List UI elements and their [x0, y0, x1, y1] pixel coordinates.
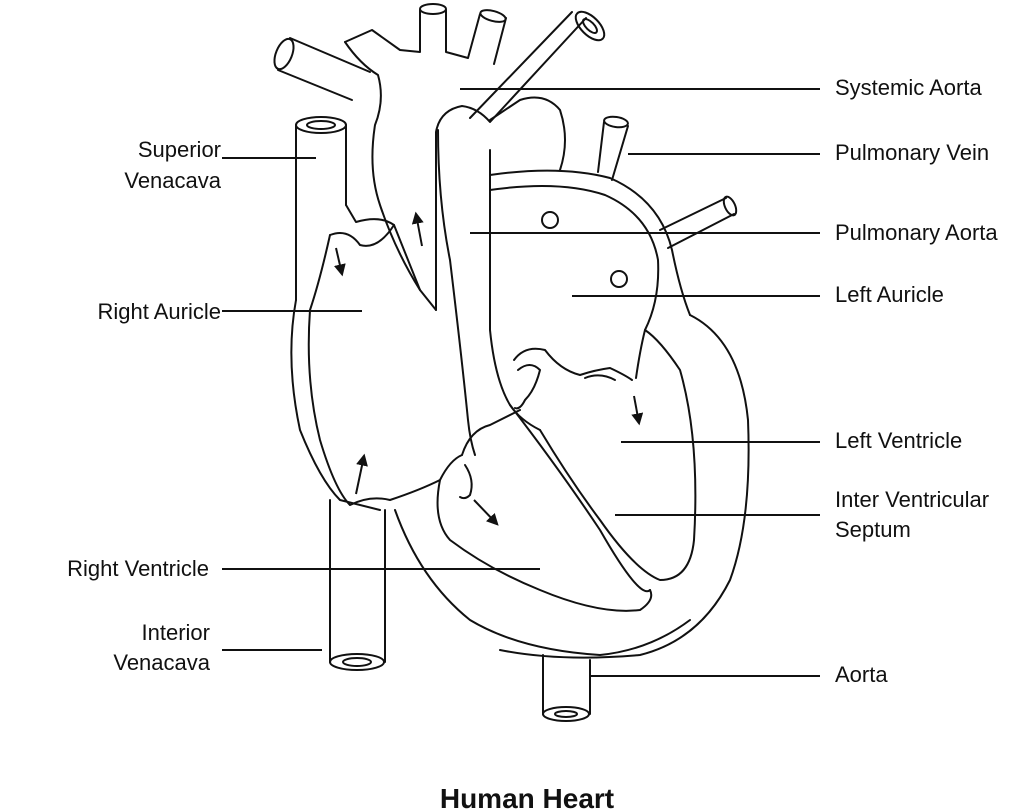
bicuspid-valve [513, 347, 633, 410]
blood-flow-arrows [333, 211, 644, 526]
systemic-aorta-vessel [344, 10, 606, 311]
label-interior-venacava-line2: Venacava [113, 650, 210, 675]
flow-arrow [631, 395, 644, 426]
aortic-arch-branch-left [273, 37, 371, 101]
leader-lines [222, 88, 820, 677]
flow-arrow [355, 453, 368, 495]
label-systemic-aorta: Systemic Aorta [835, 75, 982, 100]
superior-venacava-vessel [295, 116, 347, 301]
descending-aorta-vessel [542, 654, 591, 722]
label-right-auricle: Right Auricle [97, 299, 221, 324]
label-superior-venacava-line2: Venacava [124, 168, 221, 193]
heart-illustration [273, 3, 750, 722]
label-inter-ventricular-septum-line1: Inter Ventricular [835, 487, 989, 512]
left-ventricle-chamber [509, 329, 697, 593]
label-right-ventricle: Right Ventricle [67, 556, 209, 581]
diagram-title: Human Heart [440, 783, 614, 812]
label-interior-venacava-line1: Interior [142, 620, 210, 645]
label-aorta: Aorta [835, 662, 888, 687]
label-inter-ventricular-septum-line2: Septum [835, 517, 911, 542]
label-left-ventricle: Left Ventricle [835, 428, 962, 453]
label-left-auricle: Left Auricle [835, 282, 944, 307]
pulmonary-vein-vessels [597, 115, 738, 249]
interior-venacava-vessel [329, 499, 386, 671]
right-ventricle-chamber [394, 479, 691, 656]
flow-arrow [473, 499, 499, 526]
label-superior-venacava-line1: Superior [138, 137, 221, 162]
left-auricle-chamber [489, 169, 691, 379]
label-pulmonary-aorta: Pulmonary Aorta [835, 220, 998, 245]
label-pulmonary-vein: Pulmonary Vein [835, 140, 989, 165]
diagram-labels: Systemic Aorta Pulmonary Vein Pulmonary … [67, 75, 998, 687]
tricuspid-valve [459, 409, 521, 500]
pulmonary-aorta-vessel [437, 96, 566, 456]
flow-arrow [411, 211, 424, 247]
flow-arrow [333, 247, 346, 277]
heart-outer-wall [499, 314, 750, 659]
aortic-arch-branches-top [344, 3, 507, 65]
